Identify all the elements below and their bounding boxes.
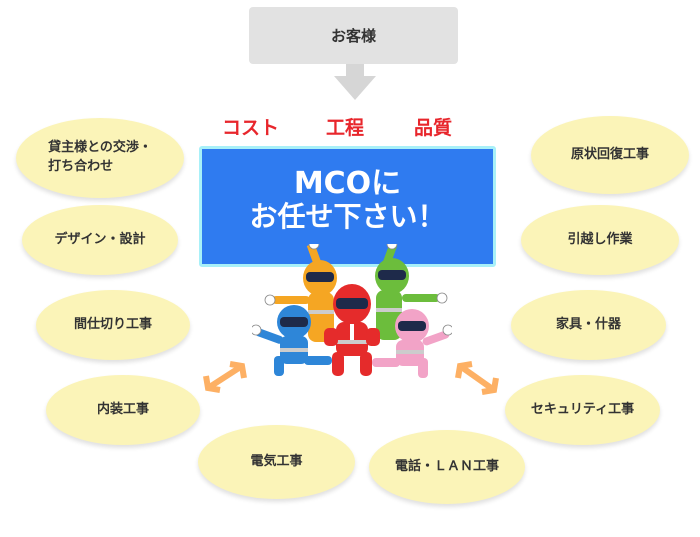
priorities-row: コスト 工程 品質 (0, 113, 700, 139)
priority-schedule: 工程 (326, 117, 365, 139)
service-design: デザイン・設計 (22, 205, 178, 275)
priority-quality: 品質 (414, 117, 453, 139)
main-message-line2: お任せ下さい！ (249, 199, 446, 233)
customer-box: お客様 (249, 7, 458, 64)
priority-cost: コスト (222, 117, 280, 139)
main-message-line1: MCOに (293, 166, 402, 202)
pink-hero-icon (372, 309, 452, 378)
green-hero-icon (375, 244, 448, 340)
service-restoration: 原状回復工事 (531, 116, 689, 194)
service-negotiation: 貸主様との交渉・ 打ち合わせ (16, 118, 184, 198)
service-electrical: 電気工事 (198, 425, 355, 499)
service-interior: 内装工事 (46, 375, 200, 445)
sentai-heroes-illustration (252, 244, 452, 378)
service-partition: 間仕切り工事 (36, 290, 190, 360)
service-phone-lan: 電話・ＬＡＮ工事 (369, 430, 525, 504)
double-arrow-right-icon (455, 361, 499, 395)
main-message-box: MCOに お任せ下さい！ (199, 146, 496, 267)
double-arrow-left-icon (203, 361, 247, 393)
blue-hero-icon (252, 305, 332, 376)
service-negotiation-text: 貸主様との交渉・ 打ち合わせ (48, 140, 152, 174)
customer-label: お客様 (330, 27, 376, 45)
service-moving: 引越し作業 (521, 205, 679, 275)
red-hero-icon (324, 284, 380, 376)
service-furniture: 家具・什器 (511, 290, 666, 360)
service-security: セキュリティ工事 (505, 375, 660, 445)
down-arrow-icon (334, 64, 376, 100)
